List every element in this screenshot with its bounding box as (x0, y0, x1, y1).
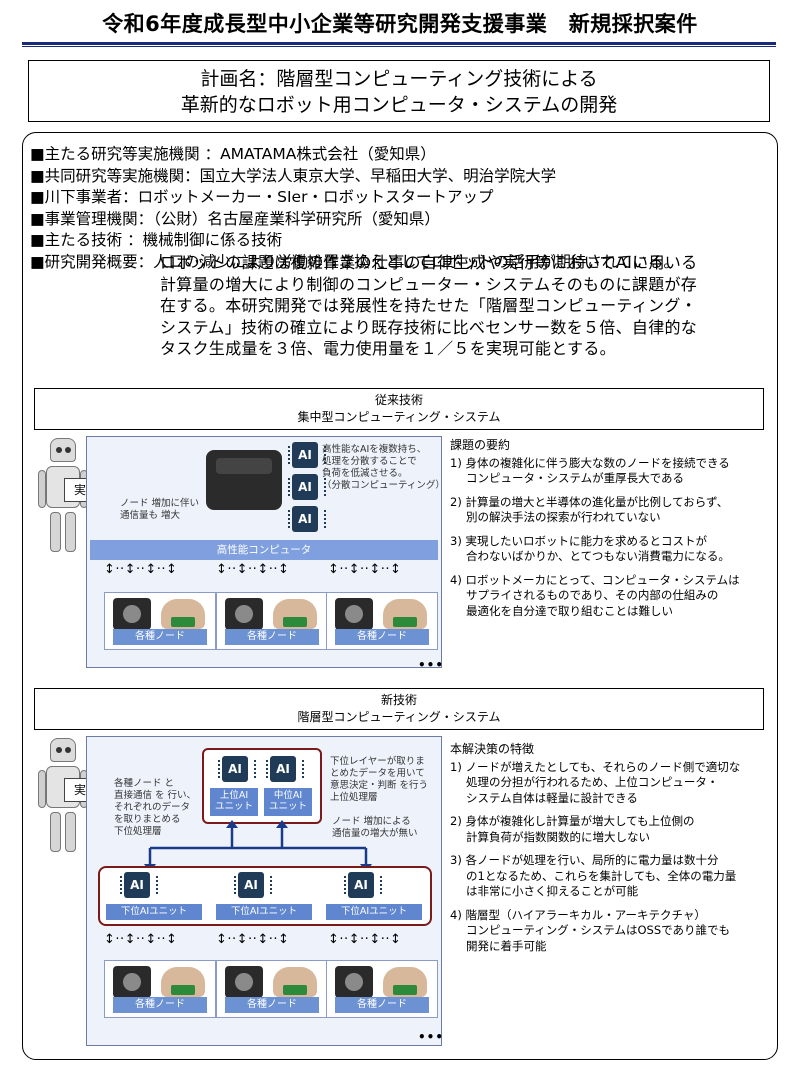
feature-item: 1) ノードが増えたとしても、それらのノード側で適切な 処理の分担が行われるため… (450, 759, 741, 805)
node-card: 各種ノード (216, 592, 328, 650)
node-label: 各種ノード (225, 629, 319, 645)
node-label: 各種ノード (225, 997, 319, 1013)
info-overview: ■研究開発概要：人口の減少により労働の置き換えとしてロボットの活用が期待されてい… (30, 252, 679, 271)
feature-item: 2) 身体が複雑化し計算量が増大しても上位側の 計算負荷が指数関数的に増大しない (450, 814, 695, 844)
motor-icon (113, 598, 151, 630)
lower-layer-note: 各種ノード と 直接通信 を 行い、 それぞれのデータ を取りまとめる 下位処理… (114, 778, 197, 837)
sensor-icon (383, 967, 427, 997)
motor-icon (225, 966, 263, 998)
node-card: 各種ノード (104, 592, 216, 650)
feature-item: 3) 各ノードが処理を行い、局所的に電力量は数十分 の1となるため、これらを集計… (450, 853, 737, 898)
node-label: 各種ノード (335, 997, 429, 1013)
issue-item: 4) ロボットメーカにとって、コンピュータ・システムは サプライされるものであり… (450, 572, 740, 618)
node-card: 各種ノード (216, 960, 328, 1018)
features-heading: 本解決策の特徴 (450, 742, 535, 756)
summary-line: システム」技術の確立により既存技術に比べセンサー数を５倍、自律的な (160, 317, 698, 337)
new-tech-name: 階層型コンピューティング・システム (297, 710, 501, 724)
connection-arrows: ↕··↕··↕··↕ (104, 932, 178, 947)
motor-icon (225, 598, 263, 630)
ai-chip-icon: AI (266, 756, 304, 782)
summary-line: 在する。本研究開発では発展性を持たせた「階層型コンピューティング・ (160, 296, 697, 315)
ai-chip-icon: AI (120, 872, 158, 898)
info-downstream: ■川下事業者：ロボットメーカー・SIer・ロボットスタートアップ (30, 188, 494, 206)
conventional-tech-box: 従来技術 集中型コンピューティング・システム (34, 388, 764, 430)
node-card: 各種ノード (104, 960, 216, 1018)
sensor-icon (161, 967, 205, 997)
motor-icon (335, 598, 373, 630)
hpc-bar: 高性能コンピュータ (90, 540, 438, 560)
sensor-icon (161, 599, 205, 629)
sensor-icon (273, 599, 317, 629)
summary-line: タスク生成量を３倍、電力使用量を１／５を実現可能とする。 (160, 339, 616, 358)
issues-heading: 課題の要約 (450, 438, 511, 452)
info-technology: ■主たる技術 ：機械制御に係る技術 (30, 231, 283, 249)
more-ellipsis: ••• (418, 658, 445, 672)
hierarchy-connectors (144, 820, 372, 872)
connection-arrows: ↕··↕··↕··↕ (216, 932, 290, 947)
connection-arrows: ↕··↕··↕··↕ (104, 562, 178, 577)
main-frame (22, 132, 778, 1060)
lower-ai-unit: 下位AIユニット (326, 904, 422, 920)
ai-chip-icon: AI (288, 442, 326, 468)
node-label: 各種ノード (113, 997, 207, 1013)
conventional-name: 集中型コンピューティング・システム (297, 410, 501, 424)
plan-title-line1: 計画名：階層型コンピューティング技術による (200, 68, 598, 90)
robot-illustration (38, 438, 88, 608)
page-title: 令和6年度成長型中小企業等研究開発支援事業 新規採択案件 (102, 12, 698, 36)
conventional-label: 従来技術 (374, 393, 423, 407)
node-traffic-note: ノード 増加に伴い 通信量も 増大 (120, 498, 200, 521)
ai-chip-icon: AI (218, 756, 256, 782)
issue-item: 3) 実現したいロボットに能力を求めるとコストが 合わないばかりか、とてつもない… (450, 533, 730, 564)
node-card: 各種ノード (326, 960, 438, 1018)
connection-arrows: ↕··↕··↕··↕ (328, 932, 402, 947)
lower-ai-unit: 下位AIユニット (106, 904, 202, 920)
connection-arrows: ↕··↕··↕··↕ (328, 562, 402, 577)
traffic-note: ノード 増加による 通信量の増大が無い (332, 816, 418, 839)
info-main-institution: ■主たる研究等実施機関 ：AMATAMA株式会社（愛知県） (30, 145, 436, 163)
header-rule-thin (22, 46, 776, 47)
connection-arrows: ↕··↕··↕··↕ (216, 562, 290, 577)
node-card: 各種ノード (326, 592, 438, 650)
issue-item: 2) 計算量の増大と半導体の進化量が比例しておらず、 別の解決手法の探索が行われ… (450, 494, 729, 525)
node-label: 各種ノード (113, 629, 207, 645)
ai-chip-icon: AI (344, 872, 382, 898)
node-label: 各種ノード (335, 629, 429, 645)
issues-summary: 課題の要約 1) 身体の複雑化に伴う膨大な数のノードを接続できる コンピュータ・… (450, 438, 766, 627)
solution-features: 本解決策の特徴 1) ノードが増えたとしても、それらのノード側で適切な 処理の分… (450, 742, 766, 962)
robot-illustration (38, 738, 88, 908)
upper-layer-note: 下位レイヤーが取りま とめたデータを用いて 意思決定・判断 を行う 上位処理層 (330, 756, 429, 803)
new-tech-label: 新技術 (380, 693, 417, 707)
distributed-ai-note: 高性能なAIを複数持ち、 処理を分散することで 負荷を低減させる。 （分散コンピ… (322, 444, 445, 491)
motor-icon (113, 966, 151, 998)
new-tech-box: 新技術 階層型コンピューティング・システム (34, 688, 764, 730)
header-rule (22, 42, 776, 45)
overview-summary: ロボットの課題は複雑作業の仕事の自律生成や実行等においてAIに用いる 計算量の増… (160, 252, 760, 360)
ai-chip-icon: AI (288, 474, 326, 500)
more-ellipsis: ••• (418, 1030, 445, 1044)
feature-item: 4) 階層型（ハイアラーキカル・アーキテクチャ） コンピューティング・システムは… (450, 907, 730, 953)
plan-title-box: 計画名：階層型コンピューティング技術による 革新的なロボット用コンピュータ・シス… (28, 60, 770, 122)
info-list: ■主たる研究等実施機関 ：AMATAMA株式会社（愛知県） ■共同研究等実施機関… (30, 144, 770, 273)
issue-item: 1) 身体の複雑化に伴う膨大な数のノードを接続できる コンピュータ・システムが重… (450, 455, 730, 486)
lower-ai-unit: 下位AIユニット (216, 904, 312, 920)
sensor-icon (383, 599, 427, 629)
ai-chip-icon: AI (234, 872, 272, 898)
plan-title-line2: 革新的なロボット用コンピュータ・システムの開発 (180, 94, 618, 116)
motor-icon (335, 966, 373, 998)
sensor-icon (273, 967, 317, 997)
info-joint-institutions: ■共同研究等実施機関：国立大学法人東京大学、早稲田大学、明治学院大学 (30, 166, 557, 185)
ai-chip-icon: AI (288, 506, 326, 532)
summary-line: 計算量の増大により制御のコンピューター・システムそのものに課題が存 (160, 274, 698, 294)
info-management: ■事業管理機関：（公財）名古屋産業科学研究所（愛知県） (30, 209, 440, 228)
summary-line: ロボットの課題は複雑作業の仕事の自律生成や実行等においてAIに用いる (160, 253, 698, 272)
